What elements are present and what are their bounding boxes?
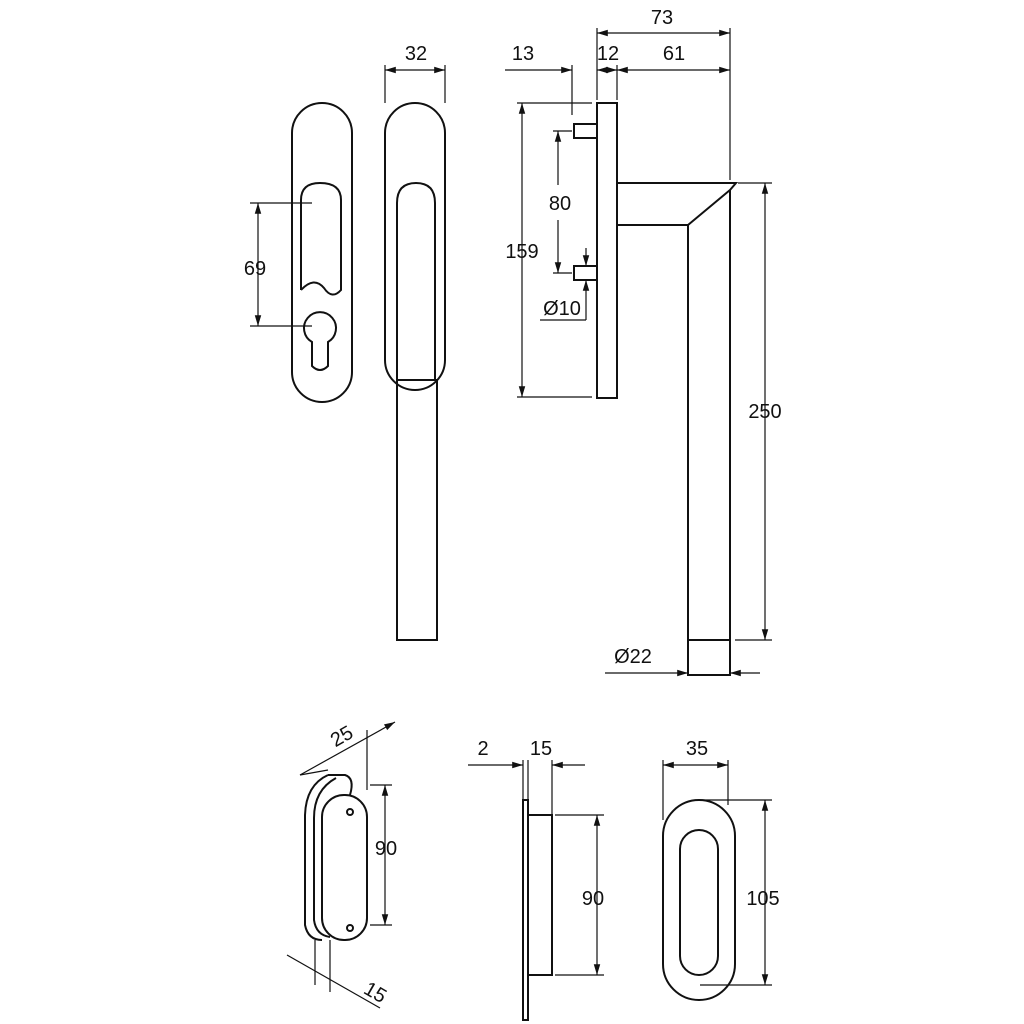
handle-side-view [573, 102, 739, 676]
svg-text:32: 32 [405, 43, 427, 65]
svg-text:80: 80 [549, 193, 571, 215]
flush-pull-side [522, 799, 553, 1021]
svg-text:15: 15 [360, 978, 390, 1008]
svg-text:250: 250 [748, 401, 781, 423]
svg-text:15: 15 [530, 738, 552, 760]
handle-front-view [384, 102, 446, 641]
svg-text:35: 35 [686, 738, 708, 760]
side-dimensions: 73 13 12 61 159 80 Ø10 250 Ø22 [505, 7, 782, 677]
svg-text:105: 105 [746, 888, 779, 910]
svg-text:12: 12 [597, 43, 619, 65]
svg-text:13: 13 [512, 43, 534, 65]
svg-text:90: 90 [582, 888, 604, 910]
svg-text:Ø22: Ø22 [614, 646, 652, 668]
pull-side-dimensions: 2 15 90 [468, 738, 604, 976]
svg-text:61: 61 [663, 43, 685, 65]
flush-pull-isometric [304, 774, 368, 941]
dimension-32: 32 [384, 43, 446, 103]
iso-dimensions: 25 90 15 [286, 721, 397, 1009]
svg-text:Ø10: Ø10 [543, 298, 581, 320]
svg-text:90: 90 [375, 838, 397, 860]
flush-pull-front [662, 799, 736, 1001]
dimension-69: 69 [244, 202, 312, 327]
svg-text:25: 25 [327, 722, 357, 752]
svg-text:69: 69 [244, 258, 266, 280]
svg-text:2: 2 [477, 738, 488, 760]
oval-dimensions: 35 105 [662, 738, 780, 986]
svg-text:73: 73 [651, 7, 673, 29]
escutcheon-plate [291, 102, 353, 403]
svg-text:159: 159 [505, 241, 538, 263]
